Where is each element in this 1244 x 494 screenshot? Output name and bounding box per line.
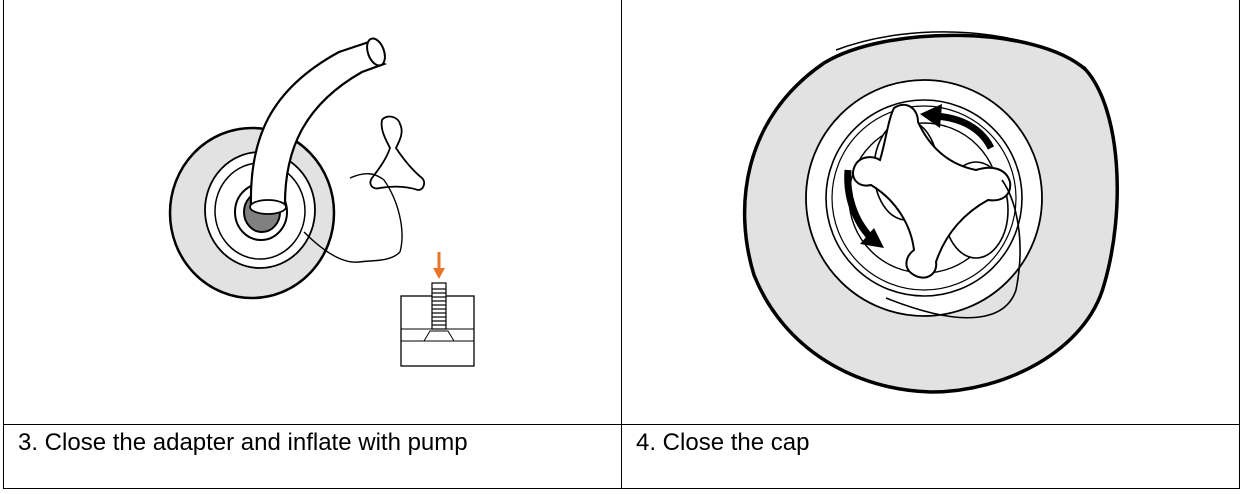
step-4-caption: 4. Close the cap: [636, 429, 810, 456]
valve-adapter-pump-illustration: [168, 37, 475, 367]
row-divider: [4, 424, 1239, 425]
instruction-table: 3. Close the adapter and inflate with pu…: [3, 0, 1240, 489]
step-4-illustration: [736, 0, 1126, 400]
step-3-caption: 3. Close the adapter and inflate with pu…: [18, 429, 468, 456]
valve-cap-close-illustration: [742, 31, 1119, 394]
step-3-illustration: [154, 0, 494, 380]
column-divider: [621, 0, 622, 489]
